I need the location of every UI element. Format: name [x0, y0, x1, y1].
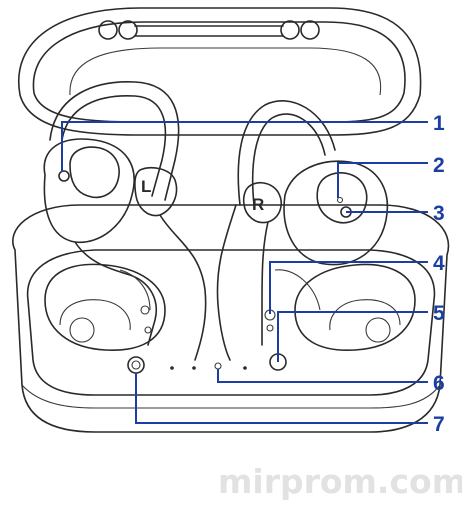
right-earbud: R [216, 100, 389, 361]
left-earbud-mark: L [141, 177, 151, 196]
led-dot-1 [170, 366, 174, 370]
callout-line-2 [337, 162, 428, 198]
callout-lines [61, 121, 428, 424]
callout-line-1 [61, 121, 428, 172]
front-panel [127, 353, 287, 374]
right-earbud-seat [294, 263, 416, 351]
callout-line-6 [217, 369, 428, 383]
callout-number-5: 5 [433, 302, 445, 325]
callout-number-4: 4 [433, 252, 445, 275]
callout-numbers: 1 2 3 4 5 6 7 [433, 112, 445, 436]
case-base [12, 204, 450, 433]
case-button-icon [127, 356, 145, 374]
callout-line-4 [269, 261, 428, 314]
callout-number-6: 6 [433, 372, 445, 395]
hinge-right [280, 20, 320, 40]
callout-line-5 [277, 311, 428, 362]
case-lid [17, 7, 422, 136]
watermark: mirprom.com [218, 462, 462, 501]
hinge-left [98, 20, 138, 40]
led-dot-4 [243, 366, 247, 370]
callout-number-1: 1 [433, 112, 445, 135]
right-led-icon [336, 196, 344, 204]
left-earbud-seat [44, 263, 166, 351]
callout-number-7: 7 [433, 413, 445, 436]
callout-line-7 [135, 373, 428, 424]
left-earbud: L [43, 81, 207, 361]
callout-number-3: 3 [433, 202, 445, 225]
left-sensor-icon [58, 170, 70, 182]
callout-number-2: 2 [433, 154, 445, 177]
led-dot-2 [192, 366, 196, 370]
indicator-led-icon [214, 362, 222, 370]
right-earbud-mark: R [252, 195, 264, 214]
